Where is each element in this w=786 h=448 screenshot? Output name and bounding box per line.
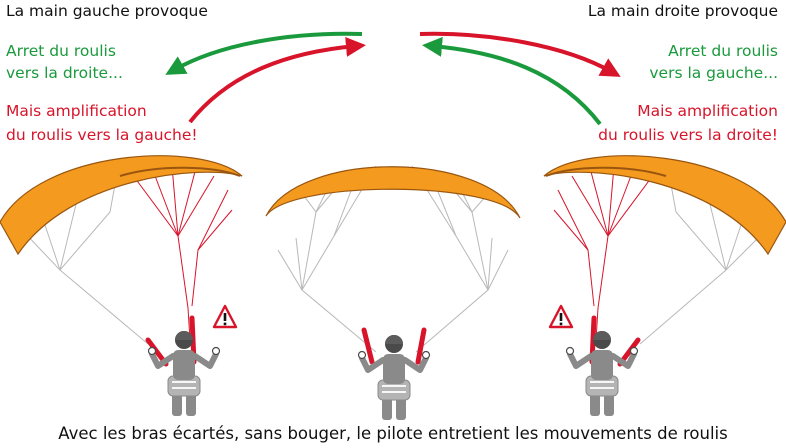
left-red-lines bbox=[131, 165, 233, 341]
bottom-caption: Avec les bras écartés, sans bouger, le p… bbox=[58, 424, 728, 443]
center-brake-left bbox=[361, 327, 375, 365]
right-green-line-1: Arret du roulis bbox=[668, 42, 778, 60]
left-green-line-2: vers la droite... bbox=[6, 64, 123, 82]
left-red-line-1: Mais amplification bbox=[6, 102, 147, 120]
curved-arrow-green-left-icon bbox=[165, 31, 363, 75]
left-wing-brake-fold bbox=[119, 166, 241, 177]
left-title: La main gauche provoque bbox=[6, 2, 208, 20]
right-green-line-2: vers la gauche... bbox=[649, 64, 778, 82]
left-warning-icon bbox=[212, 304, 238, 329]
right-pilot bbox=[567, 331, 638, 416]
right-glider bbox=[543, 155, 786, 416]
right-wing-brake-fold bbox=[545, 166, 667, 177]
left-glider bbox=[0, 155, 243, 416]
center-brake-right bbox=[415, 327, 427, 365]
left-red-line-2: du roulis vers la gauche! bbox=[6, 126, 198, 144]
right-red-lines bbox=[553, 165, 655, 341]
right-red-line-2: du roulis vers la droite! bbox=[598, 126, 778, 144]
curved-arrow-green-up-left-icon bbox=[422, 36, 602, 126]
center-wing bbox=[265, 166, 521, 219]
curved-arrow-red-right-icon bbox=[188, 36, 366, 124]
left-pilot bbox=[149, 331, 220, 416]
left-wing bbox=[0, 155, 243, 256]
right-warning-icon bbox=[548, 304, 574, 329]
right-red-line-1: Mais amplification bbox=[637, 102, 778, 120]
curved-arrow-red-down-right-icon bbox=[419, 31, 621, 77]
left-green-line-1: Arret du roulis bbox=[6, 42, 116, 60]
center-glider bbox=[265, 165, 521, 420]
right-wing bbox=[543, 155, 786, 256]
right-title: La main droite provoque bbox=[587, 2, 778, 20]
